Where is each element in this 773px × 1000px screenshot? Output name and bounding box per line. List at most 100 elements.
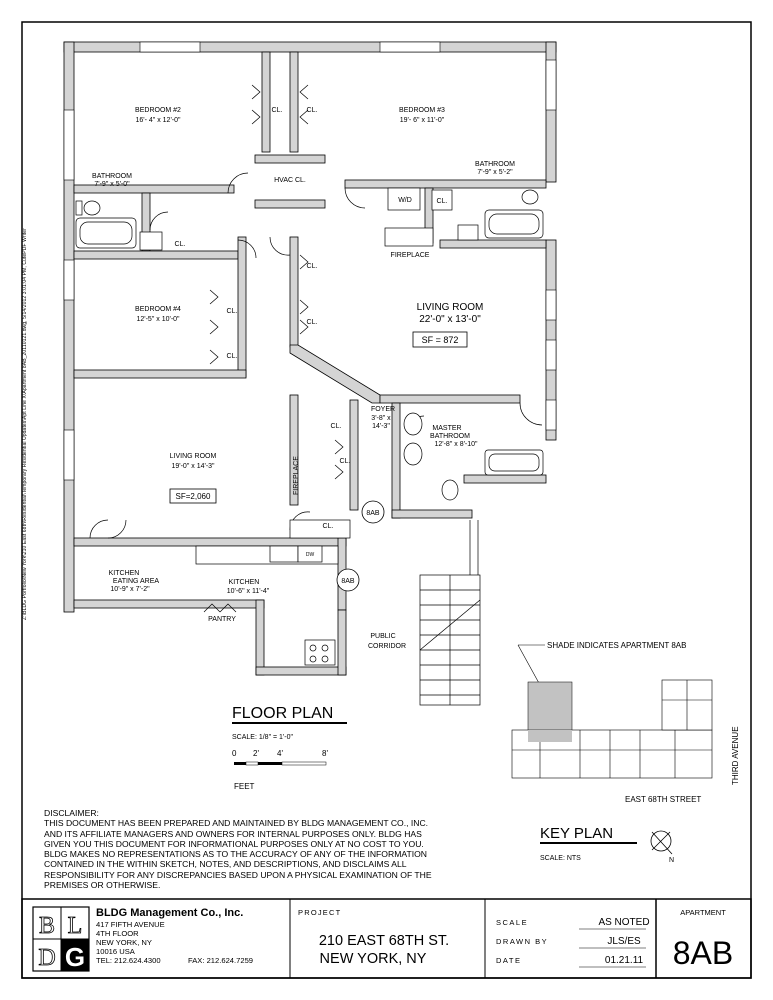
north-arrow-icon: N: [650, 830, 674, 864]
disclaimer-body: THIS DOCUMENT HAS BEEN PREPARED AND MAIN…: [44, 818, 432, 891]
svg-text:DATE: DATE: [496, 956, 521, 965]
disclaimer-title: DISCLAIMER:: [44, 808, 99, 818]
wd-label: W/D: [398, 197, 412, 204]
company-address: 417 FIFTH AVENUE 4TH FLOOR NEW YORK, NY …: [96, 920, 253, 965]
bedroom2-dims: 16'- 4" x 12'-0": [136, 117, 182, 124]
kitchen-eating-label1: KITCHEN: [109, 570, 140, 577]
title-block: B L D G BLDG Management Co., Inc. 417 FI…: [21, 898, 752, 979]
closet-label: CL.: [340, 458, 351, 465]
closet-label: CL.: [331, 423, 342, 430]
svg-text:B: B: [39, 913, 55, 939]
apartment-number: 8AB: [673, 935, 733, 971]
project-line1: 210 EAST 68TH ST.: [319, 933, 449, 949]
closet-label: CL.: [307, 263, 318, 270]
svg-text:SCALE: SCALE: [496, 918, 528, 927]
bathroom-right-label: BATHROOM: [475, 161, 515, 168]
floor-plan-scale: SCALE: 1/8" = 1'-0": [232, 734, 293, 741]
drawing-info: SCALE AS NOTED DRAWN BY JLS/ES DATE 01.2…: [496, 917, 650, 968]
svg-text:L: L: [68, 913, 83, 939]
door-tag-1-label: 8AB: [366, 510, 380, 517]
closet-label: CL.: [272, 107, 283, 114]
living-right-dims: 22'-0" x 13'-0": [419, 314, 481, 325]
pantry-label: PANTRY: [208, 616, 236, 623]
sink-left: [139, 231, 163, 251]
closet-label: CL.: [437, 198, 448, 205]
kitchen-dims: 10'-6" x 11'-4": [227, 588, 270, 595]
master-bath-label1: MASTER: [432, 425, 461, 432]
master-bath-label2: BATHROOM: [430, 433, 470, 440]
living-right-sf: SF = 872: [422, 335, 459, 345]
svg-text:4TH FLOOR: 4TH FLOOR: [96, 929, 139, 938]
bedroom4-label: BEDROOM #4: [135, 306, 181, 313]
svg-text:10016 USA: 10016 USA: [96, 947, 136, 956]
fireplace-top-box: [384, 227, 434, 247]
door-tag-1: [361, 500, 385, 524]
bathroom-left-dims: 7'-9" x 5'-0": [94, 181, 130, 188]
bldg-logo: B L D G: [32, 906, 90, 972]
floor-plan-title: FLOOR PLAN: [232, 705, 333, 722]
bedroom3-label: BEDROOM #3: [399, 107, 445, 114]
public-stair: [419, 520, 481, 706]
project-line2: NEW YORK, NY: [320, 951, 427, 967]
svg-text:TEL: 212.624.4300: TEL: 212.624.4300: [96, 956, 161, 965]
svg-text:DRAWN BY: DRAWN BY: [496, 937, 548, 946]
svg-text:G: G: [65, 942, 85, 972]
bedroom4-dims: 12'-5" x 10'-0": [136, 316, 180, 323]
svg-text:AS NOTED: AS NOTED: [598, 917, 649, 928]
disclaimer: DISCLAIMER: THIS DOCUMENT HAS BEEN PREPA…: [44, 808, 444, 890]
apartment-label: APARTMENT: [680, 908, 726, 917]
scale-tick-2: 2': [253, 749, 259, 758]
svg-text:D: D: [38, 945, 55, 971]
scale-tick-8: 8': [322, 749, 328, 758]
washer-dryer: [387, 187, 421, 211]
stove: [304, 639, 336, 666]
closet-label: CL.: [227, 308, 238, 315]
closet-label: CL.: [175, 241, 186, 248]
windows: [63, 41, 557, 481]
door-tag-2-label: 8AB: [341, 578, 355, 585]
kitchen-eating-label2: EATING AREA: [113, 578, 159, 585]
fixtures: [75, 187, 544, 666]
kitchen-eating-dims: 10'-9" x 7'-2": [110, 586, 150, 593]
fireplace-top-label: FIREPLACE: [391, 252, 430, 259]
public-corridor-label2: CORRIDOR: [368, 643, 406, 650]
key-plan: SHADE INDICATES APARTMENT 8AB EAST 68TH …: [511, 641, 740, 864]
svg-text:417 FIFTH AVENUE: 417 FIFTH AVENUE: [96, 920, 165, 929]
hvac-label: HVAC CL.: [274, 177, 306, 184]
living-right-label: LIVING ROOM: [417, 302, 484, 313]
bathroom-left-label: BATHROOM: [92, 173, 132, 180]
company-name: BLDG Management Co., Inc.: [96, 907, 243, 919]
north-label: N: [669, 857, 674, 864]
svg-text:01.21.11: 01.21.11: [605, 955, 644, 966]
fireplace-side-label: FIREPLACE: [293, 456, 300, 495]
file-path-stamp: Z:\BLDG Portfolio\New York\210 East 68th…: [22, 228, 28, 620]
closet-doors: [203, 84, 344, 613]
project-label: PROJECT: [298, 908, 341, 917]
scale-bar: 0 2' 4' 8' FEET: [232, 749, 328, 791]
dw-label: DW: [306, 552, 315, 558]
foyer-dims1: 3'-8" x: [371, 415, 391, 422]
scale-unit: FEET: [234, 782, 255, 791]
bedroom3-dims: 19'- 6" x 11'-0": [400, 117, 445, 124]
key-plan-title: KEY PLAN: [540, 825, 613, 842]
closet-label: CL.: [307, 319, 318, 326]
closet-label: CL.: [323, 523, 334, 530]
closet-label: CL.: [307, 107, 318, 114]
key-plan-street-side: THIRD AVENUE: [731, 726, 740, 785]
bedroom2-label: BEDROOM #2: [135, 107, 181, 114]
foyer-dims2: 14'-3": [372, 423, 390, 430]
toilet-right: [521, 189, 539, 205]
closet-label: CL.: [227, 353, 238, 360]
toilet-left: [83, 200, 101, 216]
living-left-label: LIVING ROOM: [170, 453, 217, 460]
master-bath-dims: 12'-8" x 8'-10": [434, 441, 478, 448]
key-plan-scale: SCALE: NTS: [540, 855, 581, 862]
svg-text:NEW YORK, NY: NEW YORK, NY: [96, 938, 152, 947]
room-labels: BEDROOM #2 16'- 4" x 12'-0" BEDROOM #3 1…: [92, 107, 515, 650]
floor-plan: [63, 41, 557, 676]
door-tag-2: [336, 568, 360, 592]
scale-tick-4: 4': [277, 749, 283, 758]
living-left-dims: 19'-0" x 14'-3": [171, 463, 215, 470]
living-left-sf: SF=2,060: [176, 492, 211, 501]
